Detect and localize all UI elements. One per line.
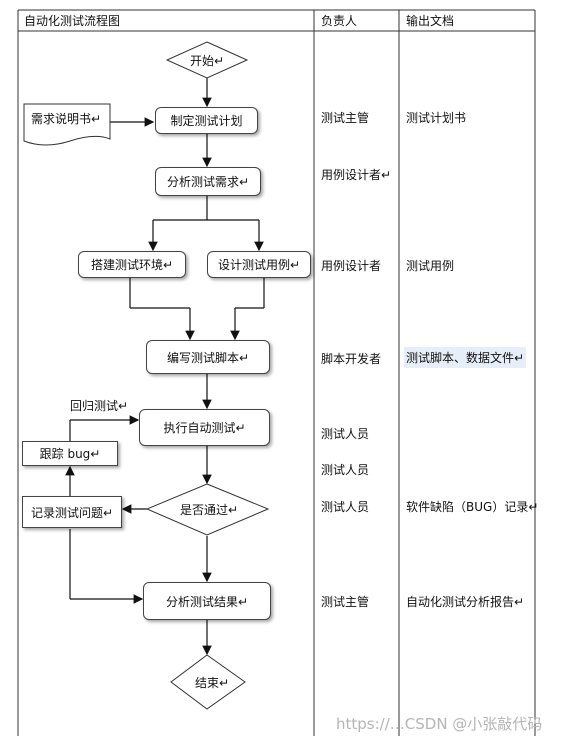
owner-track-bug: 测试人员 bbox=[321, 463, 370, 477]
owner-write-scripts: 脚本开发者 bbox=[321, 352, 382, 366]
regression-test-label: 回归测试↵ bbox=[70, 399, 129, 413]
analyze-results-box: 分析测试结果↵ bbox=[143, 582, 271, 620]
output-test-cases: 测试用例 bbox=[406, 259, 455, 273]
end-diamond bbox=[170, 654, 246, 710]
output-analysis-report: 自动化测试分析报告↵ bbox=[406, 595, 525, 609]
pass-decision-diamond bbox=[145, 483, 270, 536]
track-bug-label: 跟踪 bug↵ bbox=[39, 447, 101, 461]
record-issue-box: 记录测试问题↵ bbox=[22, 496, 122, 528]
start-diamond bbox=[165, 41, 249, 79]
owner-record-issue: 测试人员 bbox=[321, 500, 370, 514]
requirements-doc-shape bbox=[23, 103, 111, 146]
owner-design-cases: 用例设计者 bbox=[321, 259, 382, 273]
design-cases-box: 设计测试用例↵ bbox=[207, 251, 311, 278]
csdn-watermark: https://…CSDN @小张敲代码 bbox=[336, 715, 543, 733]
track-bug-box: 跟踪 bug↵ bbox=[22, 441, 118, 466]
header-owner: 负责人 bbox=[321, 14, 358, 28]
write-scripts-box: 编写测试脚本↵ bbox=[146, 340, 270, 374]
table-grid bbox=[17, 9, 536, 736]
output-test-plan: 测试计划书 bbox=[406, 111, 467, 125]
owner-make-plan: 测试主管 bbox=[321, 111, 370, 125]
analyze-requirements-label: 分析测试需求↵ bbox=[166, 175, 250, 189]
output-bug-record: 软件缺陷（BUG）记录↵ bbox=[406, 500, 539, 514]
design-cases-label: 设计测试用例↵ bbox=[217, 258, 301, 272]
start-label: 开始↵ bbox=[190, 54, 225, 68]
make-plan-box: 制定测试计划 bbox=[155, 107, 258, 134]
requirements-doc-label: 需求说明书↵ bbox=[31, 112, 102, 126]
record-issue-label: 记录测试问题↵ bbox=[30, 505, 114, 520]
analyze-results-label: 分析测试结果↵ bbox=[165, 594, 249, 609]
analyze-requirements-box: 分析测试需求↵ bbox=[155, 167, 261, 196]
run-automation-box: 执行自动测试↵ bbox=[139, 409, 270, 446]
run-automation-label: 执行自动测试↵ bbox=[163, 421, 246, 435]
output-scripts-data: 测试脚本、数据文件↵ bbox=[404, 347, 527, 368]
owner-run-auto: 测试人员 bbox=[321, 427, 370, 441]
make-plan-label: 制定测试计划 bbox=[170, 114, 243, 128]
pass-decision-label: 是否通过↵ bbox=[180, 503, 239, 517]
header-output: 输出文档 bbox=[406, 14, 455, 28]
write-scripts-label: 编写测试脚本↵ bbox=[166, 350, 250, 365]
end-label: 结束↵ bbox=[195, 676, 230, 690]
build-env-box: 搭建测试环境↵ bbox=[78, 251, 186, 278]
owner-analyze-req: 用例设计者↵ bbox=[321, 168, 392, 182]
header-flowchart: 自动化测试流程图 bbox=[24, 14, 121, 28]
build-env-label: 搭建测试环境↵ bbox=[90, 258, 174, 272]
owner-analyze-results: 测试主管 bbox=[321, 595, 370, 609]
